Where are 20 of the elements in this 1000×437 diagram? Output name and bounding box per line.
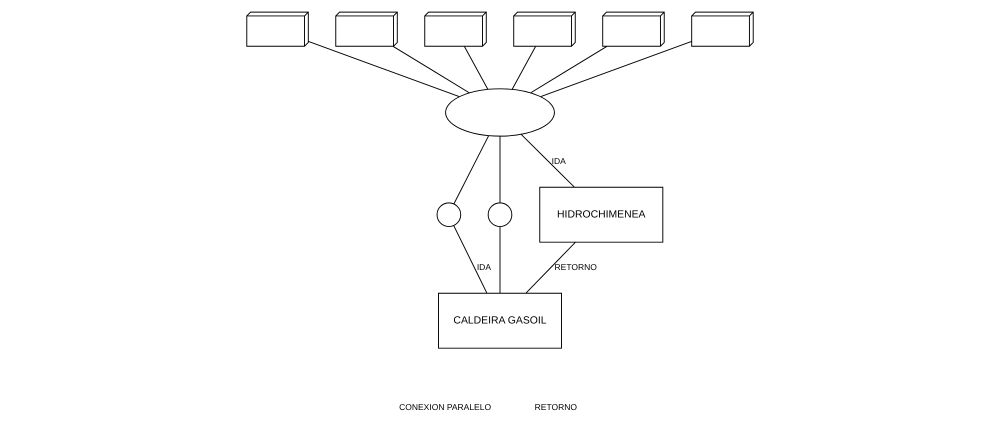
label: CONEXION PARALELO — [399, 402, 492, 412]
node-ellipse — [445, 88, 555, 137]
connector — [512, 46, 536, 90]
label: RETORNO — [534, 402, 578, 412]
edge-label: RETORNO — [554, 262, 597, 272]
connector — [530, 46, 608, 94]
edge-label: IDA — [552, 156, 566, 166]
connector — [453, 225, 488, 294]
connector — [454, 135, 490, 204]
connector — [540, 40, 692, 98]
connector — [520, 134, 575, 188]
connector — [464, 46, 488, 90]
node-circle — [488, 202, 512, 228]
connector — [392, 46, 470, 94]
node-box: HIDROCHIMENEA — [539, 186, 664, 243]
node-box: CALDEIRA GASOIL — [438, 292, 562, 349]
node-circle — [436, 202, 462, 228]
edge-label: IDA — [476, 262, 491, 272]
connector — [526, 242, 576, 294]
connector — [308, 40, 460, 98]
